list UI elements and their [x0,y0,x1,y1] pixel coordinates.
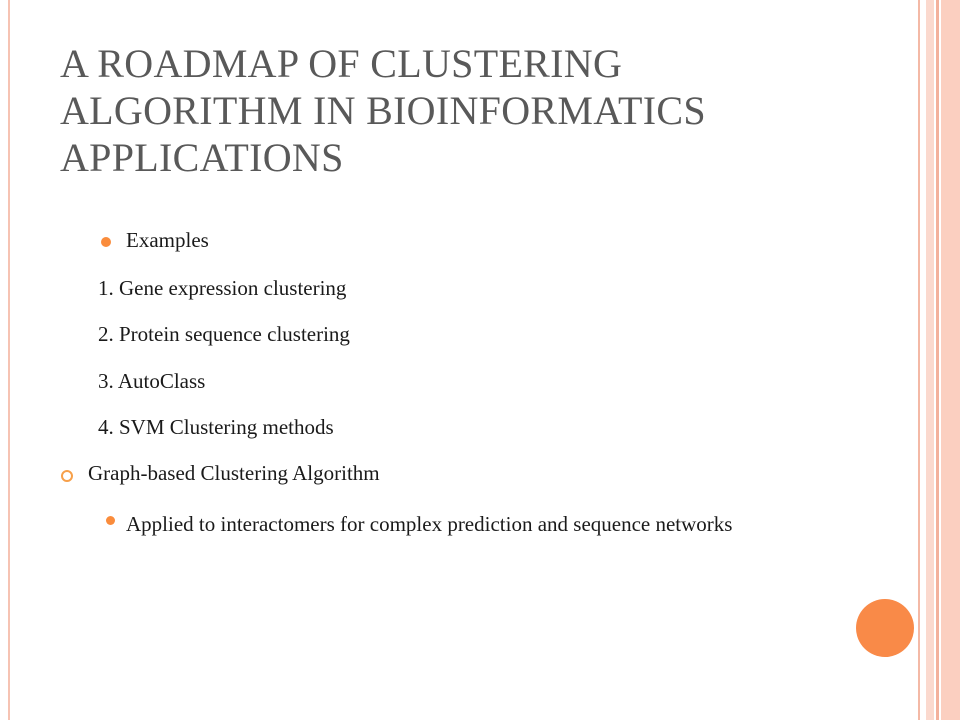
example-item-1: 1. Gene expression clustering [98,276,347,300]
bullet-dot-icon [106,516,115,525]
title-line-1: A ROADMAP OF CLUSTERING [60,41,623,86]
right-stripe-3 [936,0,939,720]
bullet-dot-icon [101,237,111,247]
right-stripe-1 [918,0,920,720]
examples-label: Examples [126,228,209,252]
right-stripe-4 [941,0,960,720]
decorative-circle-icon [856,599,914,657]
title-line-2: ALGORITHM IN BIOINFORMATICS [60,88,706,133]
example-item-3: 3. AutoClass [98,369,206,393]
example-item-4: 4. SVM Clustering methods [98,415,334,439]
graph-heading: Graph-based Clustering Algorithm [88,461,380,485]
example-item-2: 2. Protein sequence clustering [98,322,350,346]
graph-detail: Applied to interactomers for complex pre… [126,512,733,536]
right-stripe-2 [926,0,934,720]
title-line-3: APPLICATIONS [60,135,344,180]
left-border-line [8,0,10,720]
slide-title: A ROADMAP OF CLUSTERING ALGORITHM IN BIO… [60,40,880,181]
bullet-ring-icon [61,470,73,482]
